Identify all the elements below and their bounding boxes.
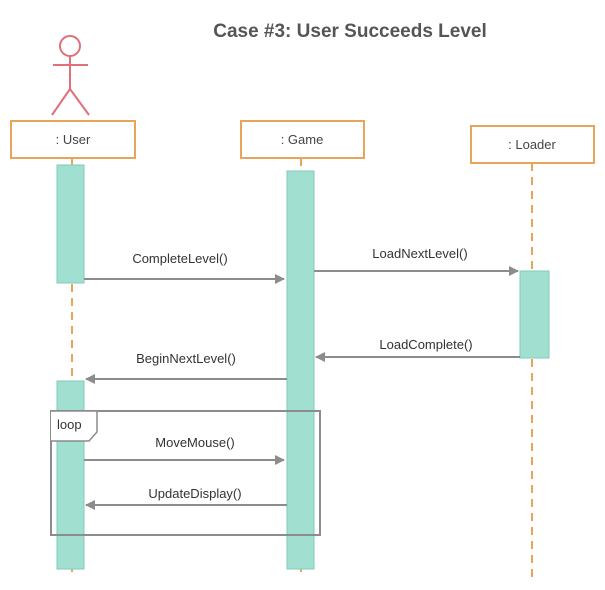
- participant-loader-label: : Loader: [508, 137, 556, 152]
- participant-user-label: : User: [56, 132, 91, 147]
- participant-user: : User: [10, 120, 136, 159]
- diagram-title: Case #3: User Succeeds Level: [213, 21, 487, 42]
- user-activation-1: [56, 164, 85, 284]
- user-actor-icon: [51, 35, 90, 116]
- message-update-display: UpdateDisplay(): [85, 486, 287, 510]
- message-move-mouse: MoveMouse(): [84, 435, 285, 465]
- participant-game: : Game: [240, 120, 365, 159]
- loop-fragment-label: loop: [57, 417, 82, 432]
- message-update-display-label: UpdateDisplay(): [148, 486, 241, 501]
- message-load-complete: LoadComplete(): [315, 337, 520, 362]
- loop-fragment: loop: [50, 410, 321, 536]
- message-begin-next-level: BeginNextLevel(): [85, 351, 287, 384]
- participant-game-label: : Game: [281, 132, 324, 147]
- message-load-next-level: LoadNextLevel(): [314, 246, 519, 276]
- message-load-next-level-label: LoadNextLevel(): [372, 246, 467, 261]
- loader-activation: [519, 270, 550, 359]
- message-move-mouse-label: MoveMouse(): [155, 435, 234, 450]
- user-activation-2: [56, 380, 85, 570]
- game-activation: [286, 170, 315, 570]
- participant-loader: : Loader: [470, 125, 595, 164]
- message-complete-level-label: CompleteLevel(): [132, 251, 227, 266]
- message-complete-level: CompleteLevel(): [84, 251, 285, 284]
- message-load-complete-label: LoadComplete(): [379, 337, 472, 352]
- message-begin-next-level-label: BeginNextLevel(): [136, 351, 236, 366]
